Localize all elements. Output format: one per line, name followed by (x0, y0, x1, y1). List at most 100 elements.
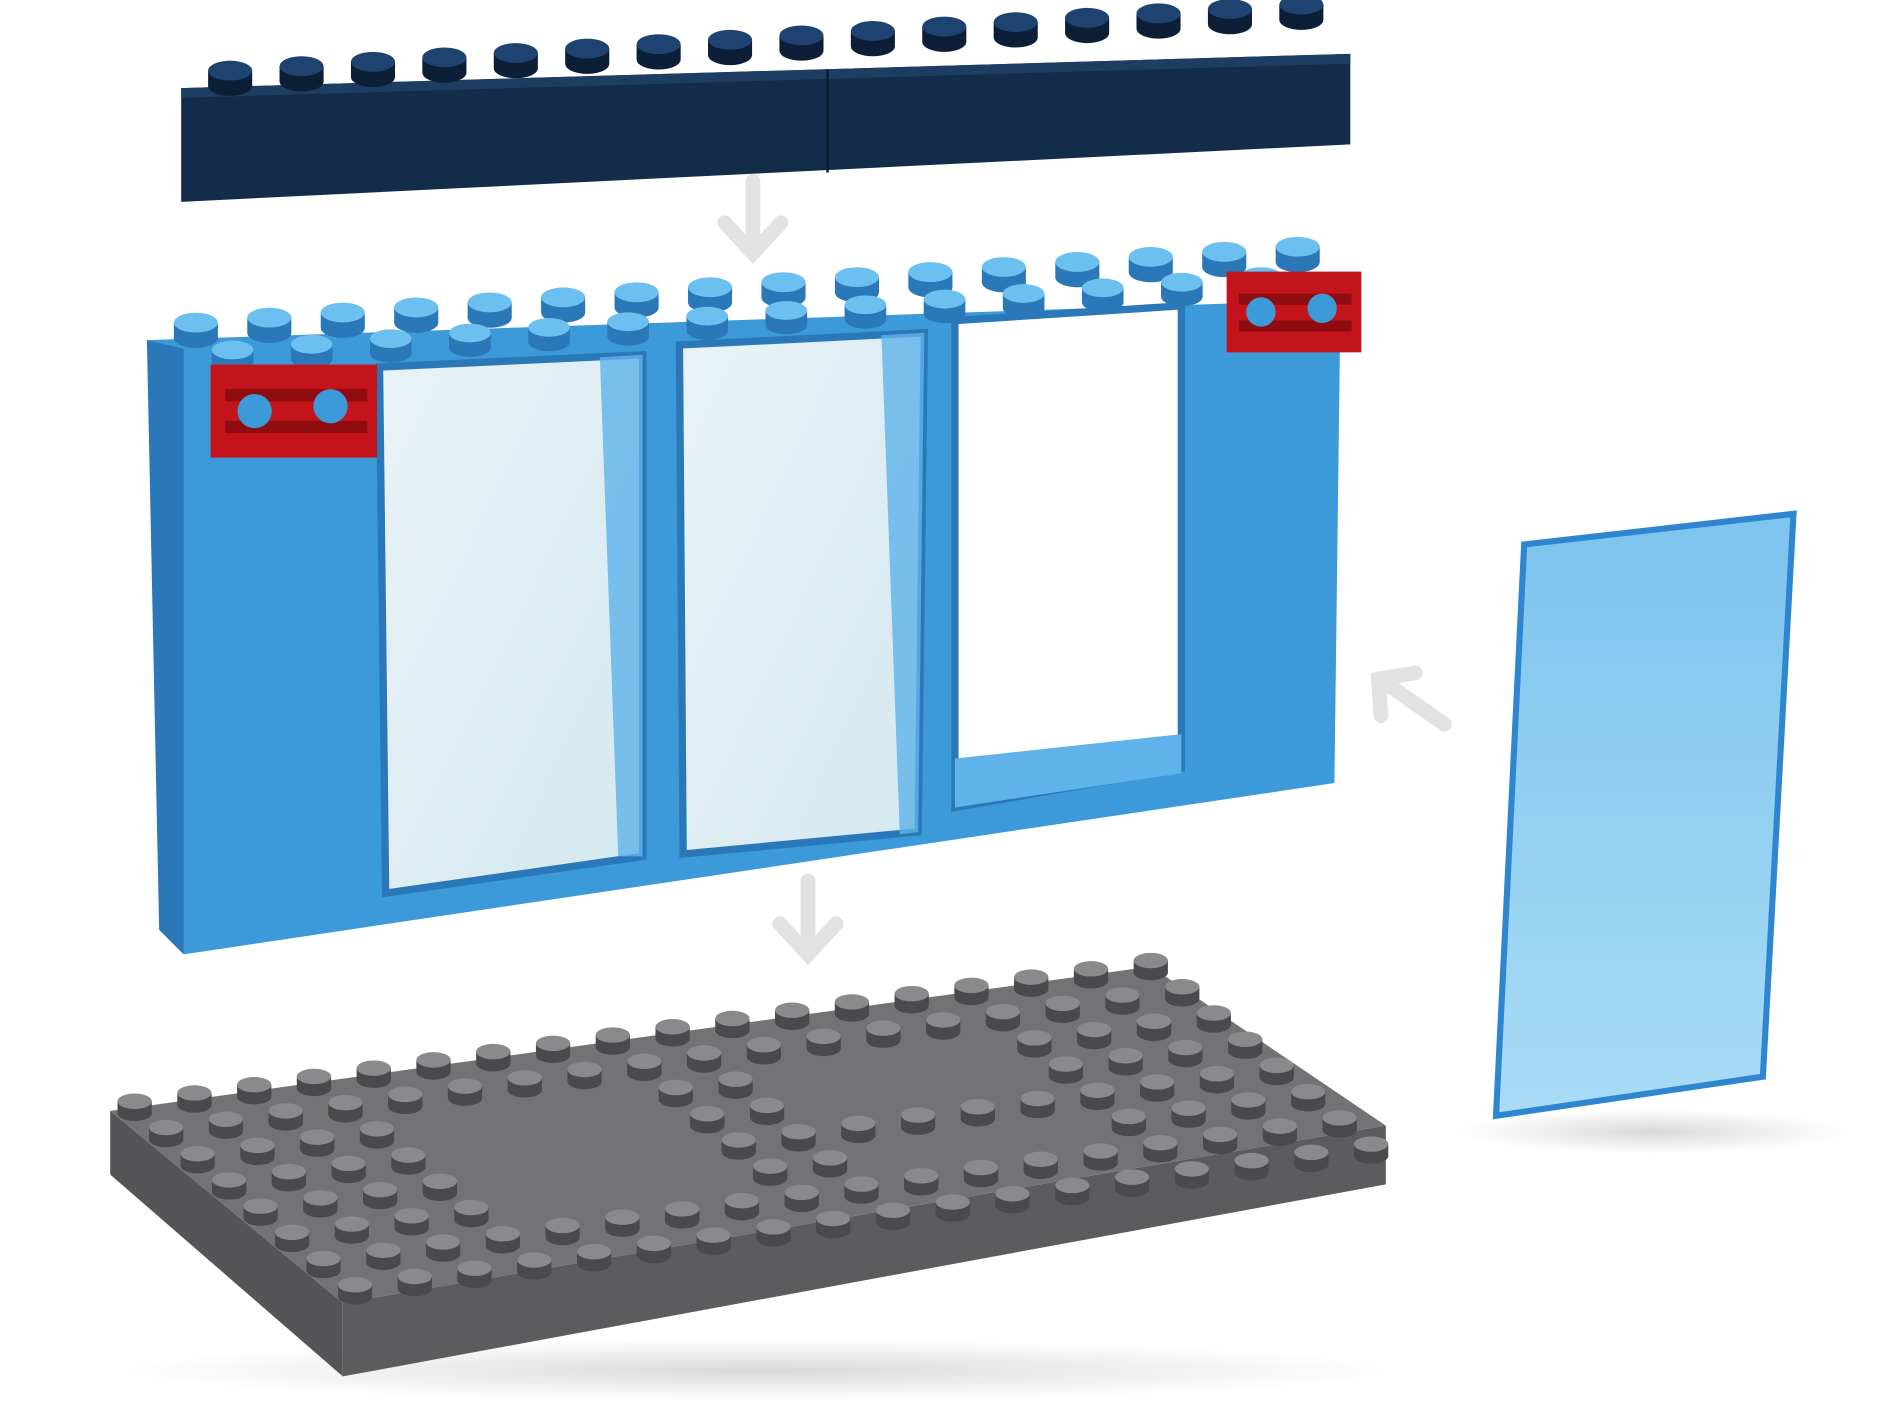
stud (1065, 7, 1110, 44)
stud (841, 1115, 876, 1144)
stud (1234, 1152, 1269, 1181)
stud (507, 1070, 542, 1098)
stud (541, 287, 586, 323)
stud (1259, 1057, 1294, 1086)
stud (397, 1268, 432, 1297)
stud (173, 312, 218, 348)
stud (627, 1053, 662, 1081)
stud (271, 1163, 307, 1192)
stud (1171, 1100, 1206, 1128)
stud (1111, 1108, 1146, 1137)
stud (1143, 1134, 1178, 1163)
stud (391, 1147, 426, 1175)
stud (995, 1186, 1030, 1214)
stud (1002, 284, 1045, 318)
stud (303, 1190, 338, 1218)
stud (875, 1202, 911, 1230)
stud (1202, 241, 1247, 278)
stud (1020, 1090, 1055, 1119)
stud (447, 1078, 483, 1106)
stud (1081, 278, 1124, 312)
stud (718, 1071, 753, 1099)
stud (900, 1107, 936, 1135)
stud (208, 60, 253, 96)
red-clip-right (1226, 271, 1362, 353)
stud (300, 1129, 335, 1157)
stud (1174, 1161, 1209, 1189)
stud (721, 1132, 756, 1160)
stud (784, 1184, 819, 1213)
arrow-down-icon (772, 873, 844, 966)
stud (614, 282, 659, 318)
stud (1105, 987, 1140, 1015)
baseplate-studs (117, 952, 1389, 1305)
stud (535, 1035, 571, 1064)
window-openings (375, 301, 1186, 898)
stud (1023, 1151, 1058, 1179)
stud (279, 56, 324, 92)
stud (1077, 1021, 1112, 1050)
stud (237, 1076, 272, 1105)
stud (454, 1199, 489, 1228)
stud (1140, 1074, 1175, 1102)
stud (765, 301, 808, 335)
stud (1202, 1126, 1238, 1155)
stud (1279, 0, 1324, 30)
stud (388, 1086, 423, 1115)
stud (834, 994, 870, 1022)
stud (1168, 1039, 1203, 1068)
stud (812, 1150, 848, 1178)
stud (394, 297, 439, 333)
stud (356, 1060, 391, 1088)
stud (960, 1099, 995, 1127)
stud (1128, 246, 1173, 283)
stud (607, 312, 649, 346)
stud (117, 1093, 152, 1121)
stud (715, 1010, 750, 1039)
stud (290, 334, 333, 369)
stud (268, 1103, 303, 1131)
stud (331, 1155, 366, 1184)
stud (806, 1028, 841, 1057)
stud (894, 985, 929, 1014)
stud (1262, 1118, 1298, 1146)
stud (1080, 1082, 1115, 1110)
stud (1045, 995, 1080, 1024)
stud (708, 29, 753, 66)
stud (756, 1219, 791, 1247)
stud (923, 289, 966, 324)
stud (636, 34, 681, 70)
stud (1048, 1056, 1084, 1084)
stud (1207, 0, 1252, 35)
stud (595, 1027, 630, 1055)
stud (926, 1012, 961, 1040)
stud (350, 51, 396, 88)
stud (696, 1227, 731, 1255)
stud (1073, 961, 1109, 989)
navy-brick-bar (181, 0, 1351, 202)
stud (422, 1173, 458, 1201)
stud (528, 318, 570, 352)
stud (180, 1145, 215, 1174)
stud (334, 1216, 369, 1244)
stud (416, 1052, 451, 1080)
stud (149, 1119, 184, 1148)
stud (320, 302, 365, 338)
stud (686, 1045, 722, 1073)
stud (567, 1061, 602, 1090)
stud (749, 1097, 785, 1126)
stud (1353, 1136, 1389, 1164)
stud (690, 1105, 725, 1134)
stud (177, 1085, 212, 1113)
stud (337, 1277, 373, 1305)
stud (963, 1159, 999, 1188)
stud (922, 16, 967, 52)
stud (306, 1250, 341, 1279)
stud (208, 1111, 244, 1139)
stud (467, 292, 512, 328)
stud (816, 1210, 851, 1239)
stud (605, 1209, 640, 1237)
stud (1322, 1110, 1357, 1138)
stud (844, 295, 887, 329)
stud (359, 1121, 395, 1149)
